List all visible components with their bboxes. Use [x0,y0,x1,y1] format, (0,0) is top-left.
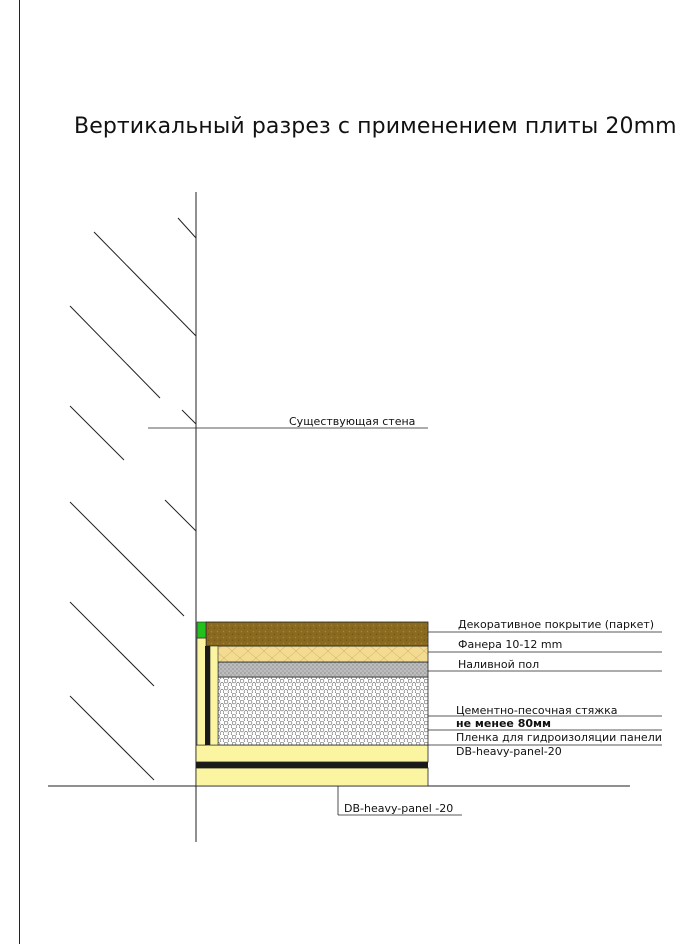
existing-wall-label: Существующая стена [289,415,415,428]
edge-green-marker [196,621,207,639]
layer-parquet [205,621,429,647]
layer-leaders [337,631,662,816]
layer-plywood [205,645,429,663]
label-panel-upper: DB-heavy-panel-20 [456,745,562,758]
label-screed-2: не менее 80мм [456,717,551,730]
edge-strip-inner [209,645,219,746]
label-decorative: Декоративное покрытие (паркет) [458,618,654,631]
layer-screed [217,676,429,746]
wall-hatching [69,217,197,781]
edge-film-strip [205,646,210,745]
label-plywood: Фанера 10-12 mm [458,638,562,651]
layer-self-level [217,661,429,678]
label-screed-1: Цементно-песочная стяжка [456,704,618,717]
label-film: Пленка для гидроизоляции панели [456,731,662,744]
layer-bottom-panel [195,767,429,787]
layer-upper-panel [195,744,429,763]
edge-strip-outer [196,637,207,746]
drawing-title: Вертикальный разрез с применением плиты … [74,114,677,139]
sheet-border [19,0,20,944]
label-panel-bottom: DB-heavy-panel -20 [344,802,453,815]
layer-film [196,762,428,768]
label-self-level: Наливной пол [458,658,539,671]
